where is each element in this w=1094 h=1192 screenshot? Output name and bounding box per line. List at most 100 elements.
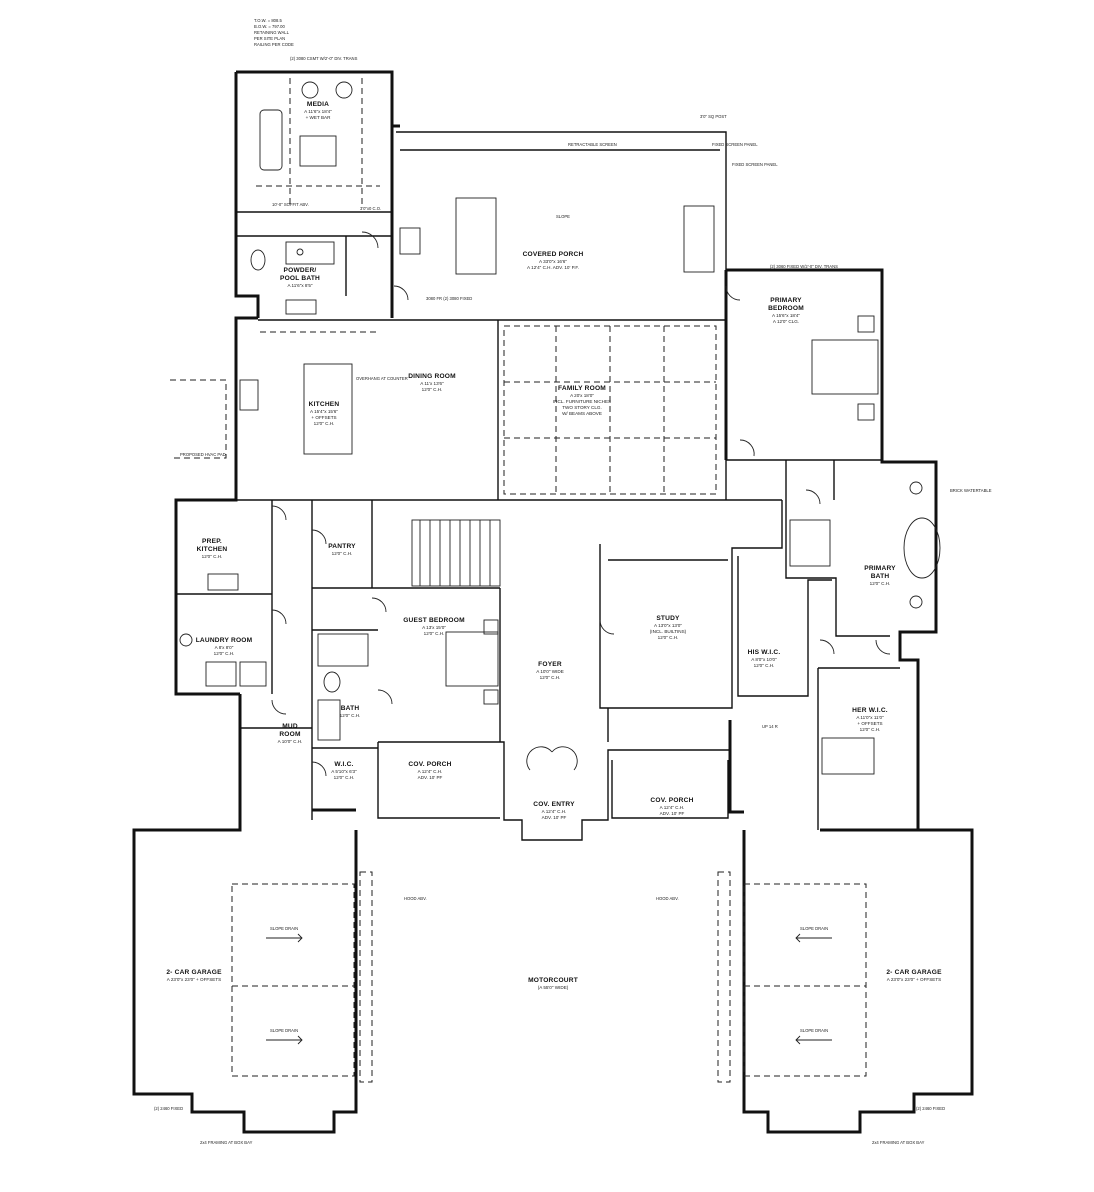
room-primary-bedroom-clg: A 12'0" CLG. xyxy=(773,319,799,324)
room-garage-left-dims: A 23'0"x 23'0" + OFFSETS xyxy=(167,977,221,982)
room-family: FAMILY ROOM xyxy=(558,385,606,392)
room-powder-line2: POOL BATH xyxy=(280,275,320,282)
room-wic-small: W.I.C. xyxy=(334,761,353,768)
room-family-clg: TWO STORY CLG. xyxy=(562,405,602,410)
note-porch-slope: SLOPE xyxy=(556,214,570,219)
room-prep-kitchen-line2: KITCHEN xyxy=(197,546,228,553)
note-bay-right: 2x4 FRAMING AT BOX BAY xyxy=(872,1140,925,1145)
room-her-wic-dims: A 11'0"x 11'0" xyxy=(856,715,884,720)
note-fixed-bay-left: (2) 2460 FIXED xyxy=(154,1106,183,1111)
room-study-dims: A 13'0"x 13'0" xyxy=(654,623,682,628)
note-fixed-screen: FIXED SCREEN PANEL xyxy=(712,142,758,147)
room-guest-bedroom-clg: 12'0" C.H. xyxy=(424,631,445,636)
room-kitchen-dims: A 15'4"x 15'6" xyxy=(310,409,338,414)
note-watertable: BRICK WATERTABLE xyxy=(950,488,992,493)
room-mud: MUD xyxy=(282,723,298,730)
room-study: STUDY xyxy=(656,615,680,622)
room-cov-entry: COV. ENTRY xyxy=(533,801,575,808)
room-her-wic: HER W.I.C. xyxy=(852,707,888,714)
note-primary-fixed: (2) 3060 FIXED W/2'-0" DIV. TRANS xyxy=(770,264,838,269)
plan-notes: T.O.W. = 808.5 B.O.W. = 797.00 RETAINING… xyxy=(154,18,992,1145)
note-slope-left-2: SLOPE DRAIN xyxy=(270,1028,298,1033)
room-motorcourt: MOTORCOURT xyxy=(528,977,578,984)
note-hood-right: HOOD ABV. xyxy=(656,896,679,901)
note-hvac: PROPOSED HVAC PAD xyxy=(180,452,226,457)
note-post: 3'0" SQ POST xyxy=(700,114,727,119)
room-dining-clg: 12'0" C.H. xyxy=(422,387,443,392)
exterior-walls xyxy=(132,70,974,1134)
fixtures xyxy=(179,81,941,1045)
note-slope-right-1: SLOPE DRAIN xyxy=(800,926,828,931)
room-cov-porch-left: COV. PORCH xyxy=(408,761,451,768)
room-motorcourt-width: (A 55'0" WIDE) xyxy=(538,985,569,990)
room-primary-bedroom-dims: A 15'6"x 18'4" xyxy=(772,313,800,318)
ceiling-beams xyxy=(170,78,867,1083)
room-garage-right-dims: A 23'0"x 23'0" + OFFSETS xyxy=(887,977,941,982)
room-foyer: FOYER xyxy=(538,661,562,668)
room-wic-small-dims: A 5'10"x 6'3" xyxy=(331,769,357,774)
note-fixed-bay-right: (2) 2460 FIXED xyxy=(916,1106,945,1111)
interior-walls xyxy=(176,211,900,830)
room-cov-porch-left-clg: A 12'4" C.H. xyxy=(418,769,443,774)
room-guest-bedroom-dims: A 13'x 15'0" xyxy=(422,625,446,630)
note-bow: B.O.W. = 797.00 xyxy=(254,24,286,29)
room-laundry: LAUNDRY ROOM xyxy=(196,637,253,644)
room-cov-porch-right-clg: A 12'4" C.H. xyxy=(660,805,685,810)
note-slope-left-1: SLOPE DRAIN xyxy=(270,926,298,931)
room-foyer-clg: 12'0" C.H. xyxy=(540,675,561,680)
room-dining-dims: A 11'x 13'6" xyxy=(420,381,444,386)
room-prep-kitchen-clg: 12'0" C.H. xyxy=(202,554,223,559)
room-laundry-clg: 12'0" C.H. xyxy=(214,651,235,656)
room-garage-left: 2- CAR GARAGE xyxy=(166,969,222,976)
room-media-bar: + WET BAR xyxy=(306,115,331,120)
doors xyxy=(271,231,891,777)
room-his-wic: HIS W.I.C. xyxy=(748,649,781,656)
room-pantry-clg: 12'0" C.H. xyxy=(332,551,353,556)
room-prep-kitchen: PREP. xyxy=(202,538,222,545)
room-dining: DINING ROOM xyxy=(408,373,456,380)
room-family-dims: A 20'x 18'0" xyxy=(570,393,594,398)
room-bath-clg: 12'0" C.H. xyxy=(340,713,361,718)
room-family-beams: W/ BEAMS ABOVE xyxy=(562,411,602,416)
room-covered-porch-dims: A 33'0"x 16'6" xyxy=(539,259,567,264)
note-soffit: 10'-0" SOFFIT ABV. xyxy=(272,202,309,207)
note-retractable: RETRACTABLE SCREEN xyxy=(568,142,617,147)
room-media: MEDIA xyxy=(307,101,329,108)
stair xyxy=(411,519,501,587)
note-site-plan: PER SITE PLAN xyxy=(254,36,285,41)
note-railing: RAILING PER CODE xyxy=(254,42,294,47)
room-her-wic-offsets: + OFFSETS xyxy=(857,721,882,726)
room-wic-small-clg: 12'0" C.H. xyxy=(334,775,355,780)
room-cov-entry-pf: ADV. 10' PF xyxy=(542,815,567,820)
room-laundry-dims: A 8'x 8'0" xyxy=(215,645,234,650)
note-media-door: (2) 3080 CSMT W/2'-0" DIV. TRANS xyxy=(290,56,358,61)
room-garage-right: 2- CAR GARAGE xyxy=(886,969,942,976)
room-primary-bedroom: PRIMARY xyxy=(770,297,802,304)
note-dining-door: 3080 FR (2) 3080 FIXED xyxy=(426,296,472,301)
note-overhang: OVERHANG AT COUNTER xyxy=(356,376,408,381)
room-guest-bedroom: GUEST BEDROOM xyxy=(403,617,465,624)
note-retaining: RETAINING WALL xyxy=(254,30,290,35)
room-bath: BATH xyxy=(341,705,360,712)
room-kitchen: KITCHEN xyxy=(309,401,340,408)
room-powder-dims: A 11'6"x 8'5" xyxy=(287,283,312,288)
note-bay-left: 2x4 FRAMING AT BOX BAY xyxy=(200,1140,253,1145)
room-study-builtins: (INCL. BUILTINS) xyxy=(650,629,687,634)
note-stairs-up: UP 14 R xyxy=(762,724,778,729)
note-slope-right-2: SLOPE DRAIN xyxy=(800,1028,828,1033)
room-primary-bedroom-line2: BEDROOM xyxy=(768,305,804,312)
room-study-clg: 12'0" C.H. xyxy=(658,635,679,640)
room-cov-porch-left-pf: ADV. 10' PF xyxy=(418,775,443,780)
room-powder: POWDER/ xyxy=(284,267,317,274)
room-mud-clg: A 10'0" C.H. xyxy=(278,739,303,744)
room-primary-bath: PRIMARY xyxy=(864,565,896,572)
room-covered-porch-clg: A 12'4" C.H. ADV. 10' P.F. xyxy=(527,265,579,270)
note-co: 3'0"x0 C.O. xyxy=(360,206,381,211)
room-labels: MEDIA A 11'6"x 18'4" + WET BAR POWDER/ P… xyxy=(166,101,942,990)
room-media-dims: A 11'6"x 18'4" xyxy=(304,109,332,114)
note-fixed-screen-panel: FIXED SCREEN PANEL xyxy=(732,162,778,167)
room-primary-bath-line2: BATH xyxy=(871,573,890,580)
room-mud-line2: ROOM xyxy=(279,731,301,738)
room-cov-porch-right-pf: ADV. 10' PF xyxy=(660,811,685,816)
